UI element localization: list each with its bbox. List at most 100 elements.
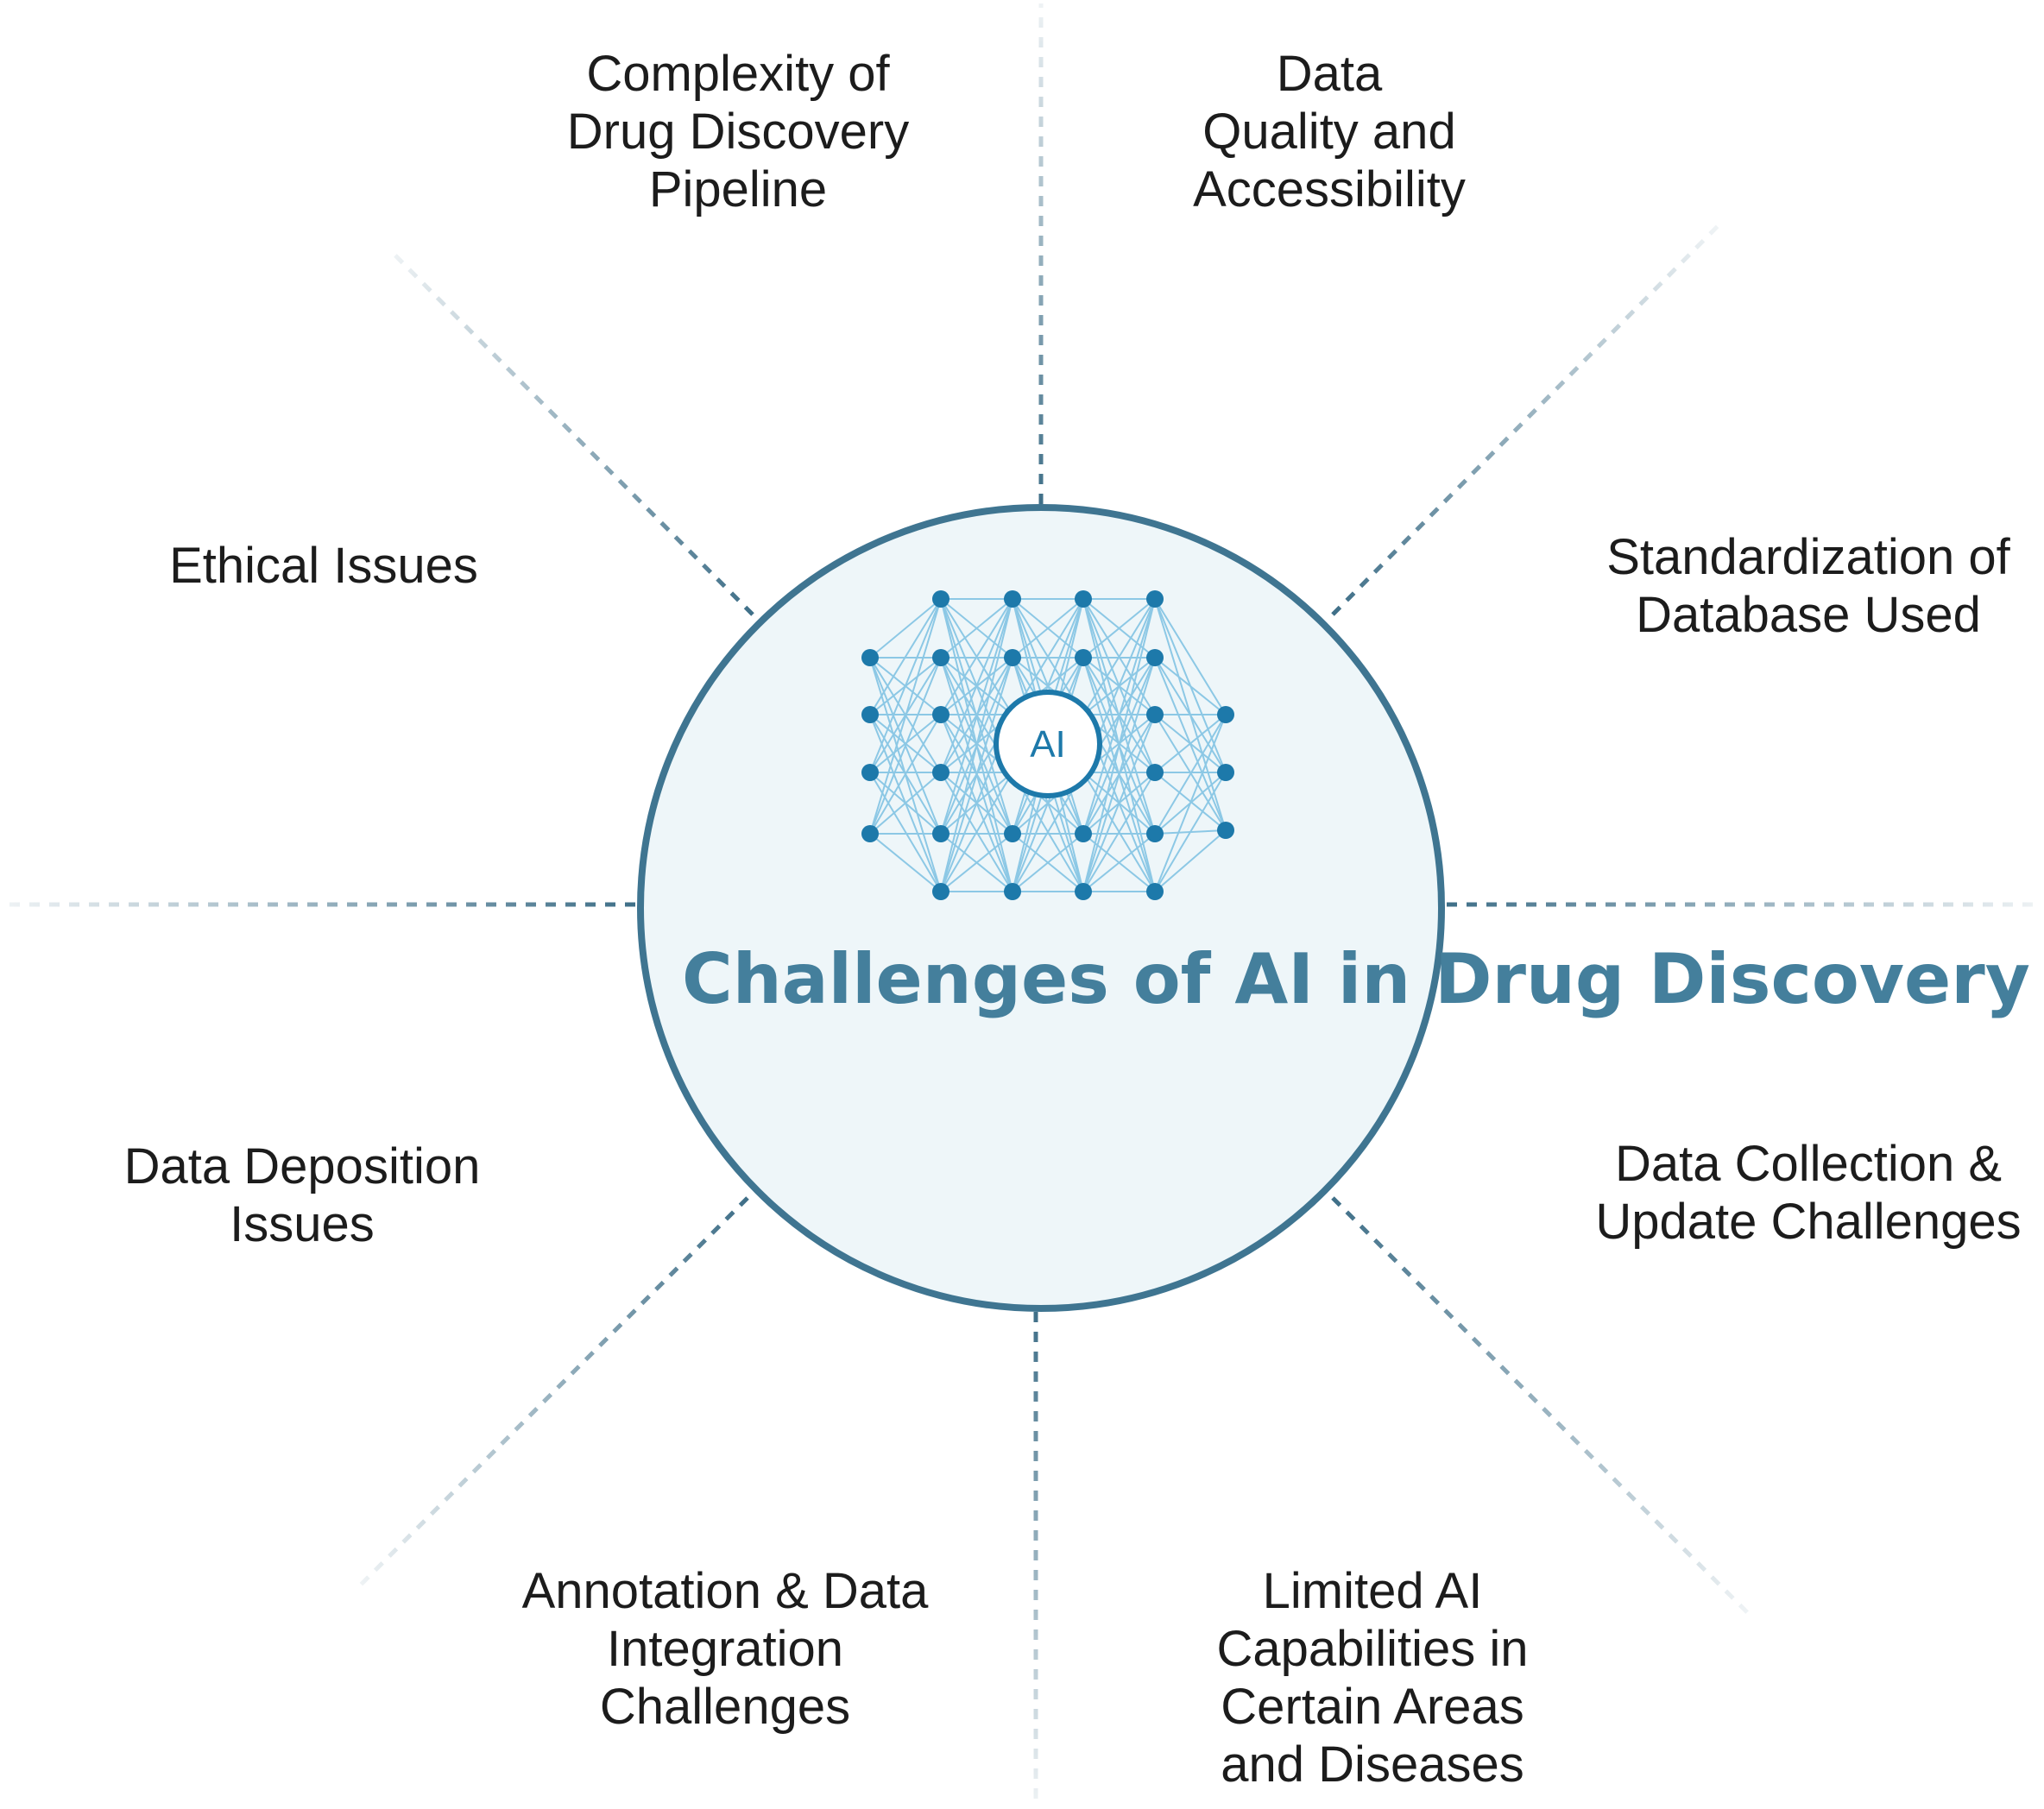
network-node (932, 706, 949, 723)
ai-badge: AI (994, 690, 1102, 798)
label-line: Complexity of (586, 46, 890, 102)
network-edge (869, 833, 942, 892)
network-node (861, 649, 879, 666)
network-node (1004, 825, 1021, 842)
network-edge (1154, 772, 1227, 892)
divider-lower-right (1331, 1196, 1751, 1616)
network-edge (940, 598, 1013, 892)
label-annotation: Annotation & Data Integration Challenges (501, 1562, 949, 1736)
network-node (861, 825, 879, 842)
network-edge (940, 598, 1013, 773)
label-line: Issues (230, 1196, 375, 1252)
label-line: Data Deposition (123, 1138, 481, 1194)
network-node (932, 825, 949, 842)
label-standardization: Standardization of Database Used (1571, 528, 2044, 644)
network-node (1004, 649, 1021, 666)
network-node (1146, 825, 1164, 842)
network-node (1217, 764, 1234, 781)
network-edge (869, 598, 942, 715)
label-line: Annotation & Data (521, 1563, 929, 1619)
label-complexity-pipeline: Complexity of Drug Discovery Pipeline (527, 45, 949, 218)
network-node (932, 883, 949, 900)
network-edge (1154, 714, 1227, 892)
network-edge (940, 598, 1013, 659)
network-edge (1082, 598, 1156, 835)
label-limited-ai: Limited AI Capabilities in Certain Areas… (1165, 1562, 1580, 1793)
label-line: Accessibility (1193, 161, 1466, 217)
label-line: Data (1276, 46, 1383, 102)
label-line: Database Used (1636, 587, 1981, 643)
network-edge (1082, 833, 1156, 892)
network-edge (869, 714, 942, 835)
divider-upper-left (388, 249, 754, 616)
network-edge (1154, 714, 1227, 835)
network-edge (869, 772, 942, 835)
network-edge (1154, 598, 1227, 715)
network-edge (1082, 657, 1156, 892)
network-node (1146, 590, 1164, 608)
label-line: Update Challenges (1595, 1194, 2022, 1250)
network-edges (869, 598, 1227, 892)
label-line: Integration (606, 1621, 844, 1677)
label-line: Capabilities in (1216, 1621, 1529, 1677)
network-edge (1012, 833, 1084, 892)
network-edge (940, 833, 1013, 892)
network-node (1146, 764, 1164, 781)
network-edge (1082, 598, 1156, 659)
network-node (1146, 706, 1164, 723)
network-edge (1082, 772, 1156, 892)
network-node (1217, 822, 1234, 839)
network-node (1075, 590, 1092, 608)
network-edge (1082, 598, 1156, 892)
network-node (1004, 590, 1021, 608)
network-edge (940, 598, 1013, 835)
label-line: Drug Discovery (566, 104, 910, 160)
ai-badge-label: AI (1030, 723, 1066, 766)
network-edge (940, 657, 1013, 892)
divider-lines (3, 3, 2041, 1804)
label-data-collection: Data Collection & Update Challenges (1571, 1135, 2044, 1251)
network-edge (869, 657, 942, 835)
network-node (1146, 883, 1164, 900)
network-edge (1012, 598, 1084, 659)
network-edge (869, 598, 942, 773)
label-line: Pipeline (648, 161, 828, 217)
diagram-title: Challenges of AI in Drug Discovery (682, 936, 2030, 1023)
network-node (861, 764, 879, 781)
network-edge (1082, 714, 1156, 892)
network-node (932, 590, 949, 608)
network-node (1004, 883, 1021, 900)
label-line: Ethical Issues (169, 538, 478, 594)
label-data-quality: Data Quality and Accessibility (1126, 45, 1532, 218)
label-ethical: Ethical Issues (121, 537, 527, 595)
title-line-1: Challenges of AI (682, 939, 1314, 1019)
network-edge (940, 772, 1013, 892)
label-line: Limited AI (1262, 1563, 1483, 1619)
ai-badge-circle (994, 690, 1102, 798)
network-node (1217, 706, 1234, 723)
network-edge (1154, 714, 1227, 773)
network-edge (1082, 598, 1156, 715)
label-line: Data Collection & (1614, 1136, 2003, 1192)
divider-lower-left (356, 1196, 749, 1590)
network-edge (869, 598, 942, 835)
label-line: Certain Areas (1221, 1679, 1524, 1735)
network-node (932, 649, 949, 666)
label-line: Quality and (1202, 104, 1456, 160)
network-node (861, 706, 879, 723)
neural-network-icon (861, 590, 1234, 900)
title-line-2: in Drug Discovery (1337, 939, 2030, 1019)
network-edge (1154, 657, 1227, 715)
label-line: and Diseases (1221, 1737, 1524, 1793)
network-node (932, 764, 949, 781)
label-line: Standardization of (1606, 529, 2010, 585)
network-node (1075, 825, 1092, 842)
network-edge (1154, 829, 1227, 892)
network-edge (869, 598, 942, 659)
network-node (1075, 883, 1092, 900)
label-data-deposition: Data Deposition Issues (95, 1138, 509, 1253)
network-edge (940, 598, 1013, 715)
network-node (1075, 649, 1092, 666)
